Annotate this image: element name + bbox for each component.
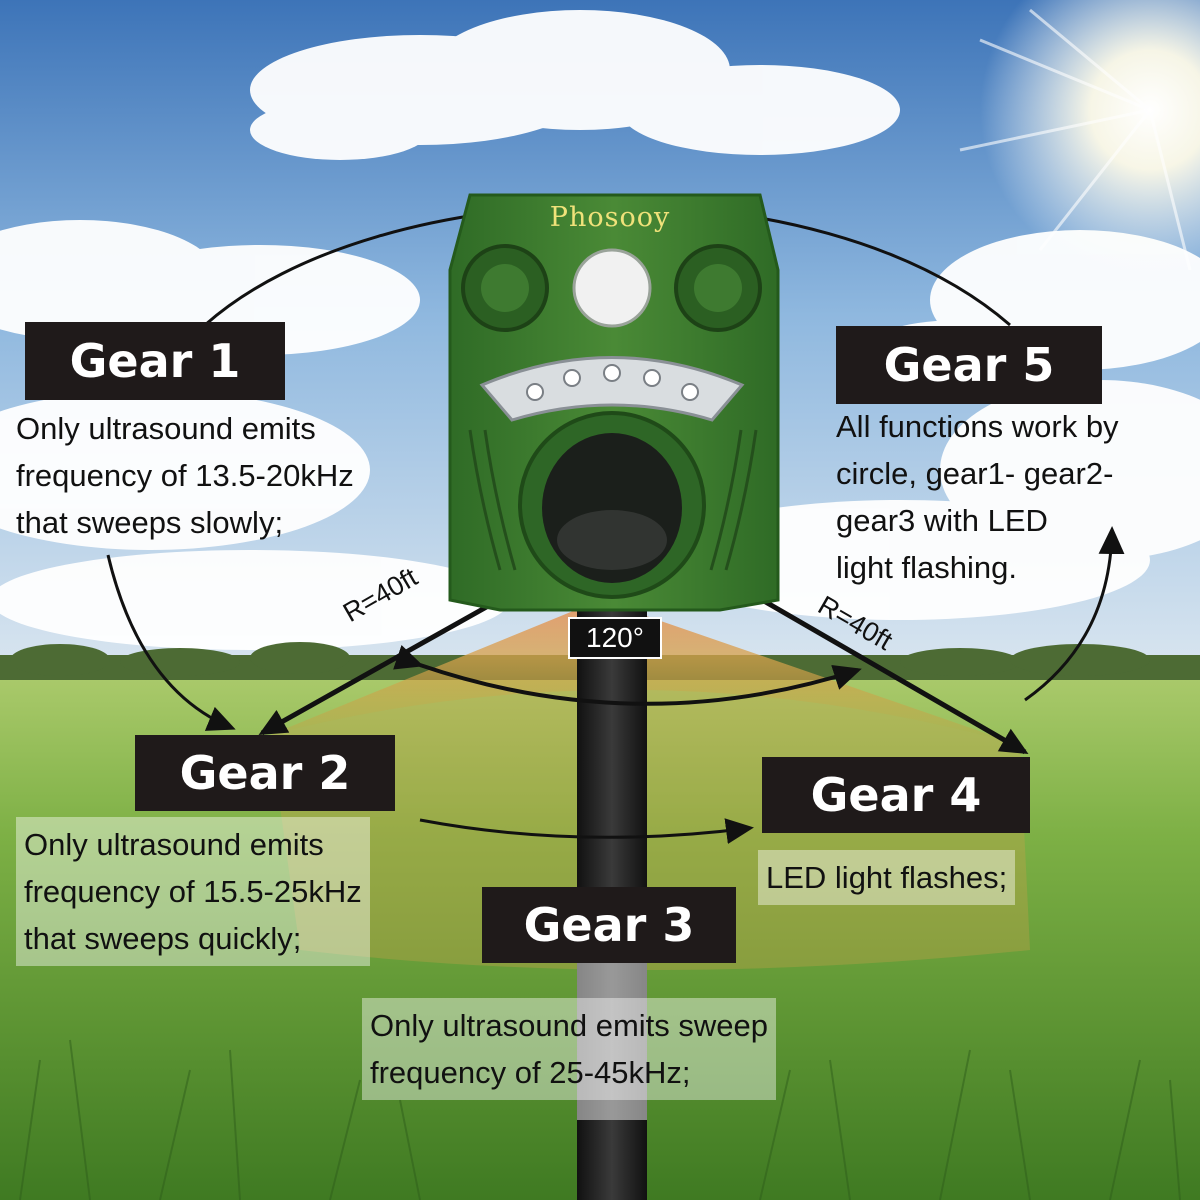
left-dial	[461, 244, 549, 332]
gear-4-description: LED light flashes;	[758, 850, 1016, 905]
gear-2-line-1: Only ultrasound emits	[24, 827, 324, 862]
side-grooves	[468, 429, 758, 571]
gear-1-description: Only ultrasound emits frequency of 13.5-…	[16, 405, 354, 546]
gear-5-line-4: light flashing.	[836, 550, 1017, 585]
gear-1-label: Gear 1	[25, 322, 285, 400]
brand-logo: Phosooy	[549, 202, 671, 233]
gear-5-label: Gear 5	[836, 326, 1102, 404]
gear-2-description: Only ultrasound emits frequency of 15.5-…	[16, 817, 370, 966]
gear-5-line-3: gear3 with LED	[836, 503, 1048, 538]
radius-arrow-right	[743, 587, 1029, 755]
sweep-angle-arc	[393, 644, 862, 706]
gear-1-line-1: Only ultrasound emits	[16, 411, 316, 446]
gear-1-line-2: frequency of 13.5-20kHz	[16, 458, 354, 493]
gear-4-label: Gear 4	[762, 757, 1030, 833]
flow-arrow-gear1-gear2	[106, 554, 236, 731]
sun-rays	[959, 8, 1192, 271]
gear-4-line-1: LED light flashes;	[766, 860, 1008, 895]
gear-5-line-2: circle, gear1- gear2-	[836, 456, 1114, 491]
flow-arrow-gear4-gear5	[1024, 526, 1125, 702]
gear-5-description: All functions work by circle, gear1- gea…	[836, 403, 1119, 591]
gear-3-line-2: frequency of 25-45kHz;	[370, 1055, 691, 1090]
gear-2-line-3: that sweeps quickly;	[24, 921, 302, 956]
stake-highlight	[577, 960, 647, 1120]
pir-sensor	[572, 248, 652, 328]
led-lights	[526, 364, 699, 401]
sun	[980, 0, 1200, 280]
right-dial	[674, 244, 762, 332]
gear-2-line-2: frequency of 15.5-25kHz	[24, 874, 362, 909]
sweep-angle-label: 120°	[568, 617, 662, 659]
repeller-device	[448, 193, 780, 612]
gear-5-line-1: All functions work by	[836, 409, 1119, 444]
gear-2-label: Gear 2	[135, 735, 395, 811]
gear-3-label: Gear 3	[482, 887, 736, 963]
flow-arrow-gear2-gear4	[419, 818, 754, 844]
grass-blades	[19, 1039, 1181, 1200]
radius-arrow-left	[258, 602, 492, 736]
gear-3-description: Only ultrasound emits sweep frequency of…	[362, 998, 777, 1100]
led-strip	[479, 356, 745, 422]
gear-1-line-3: that sweeps slowly;	[16, 505, 284, 540]
gear-3-line-1: Only ultrasound emits sweep	[370, 1008, 769, 1043]
